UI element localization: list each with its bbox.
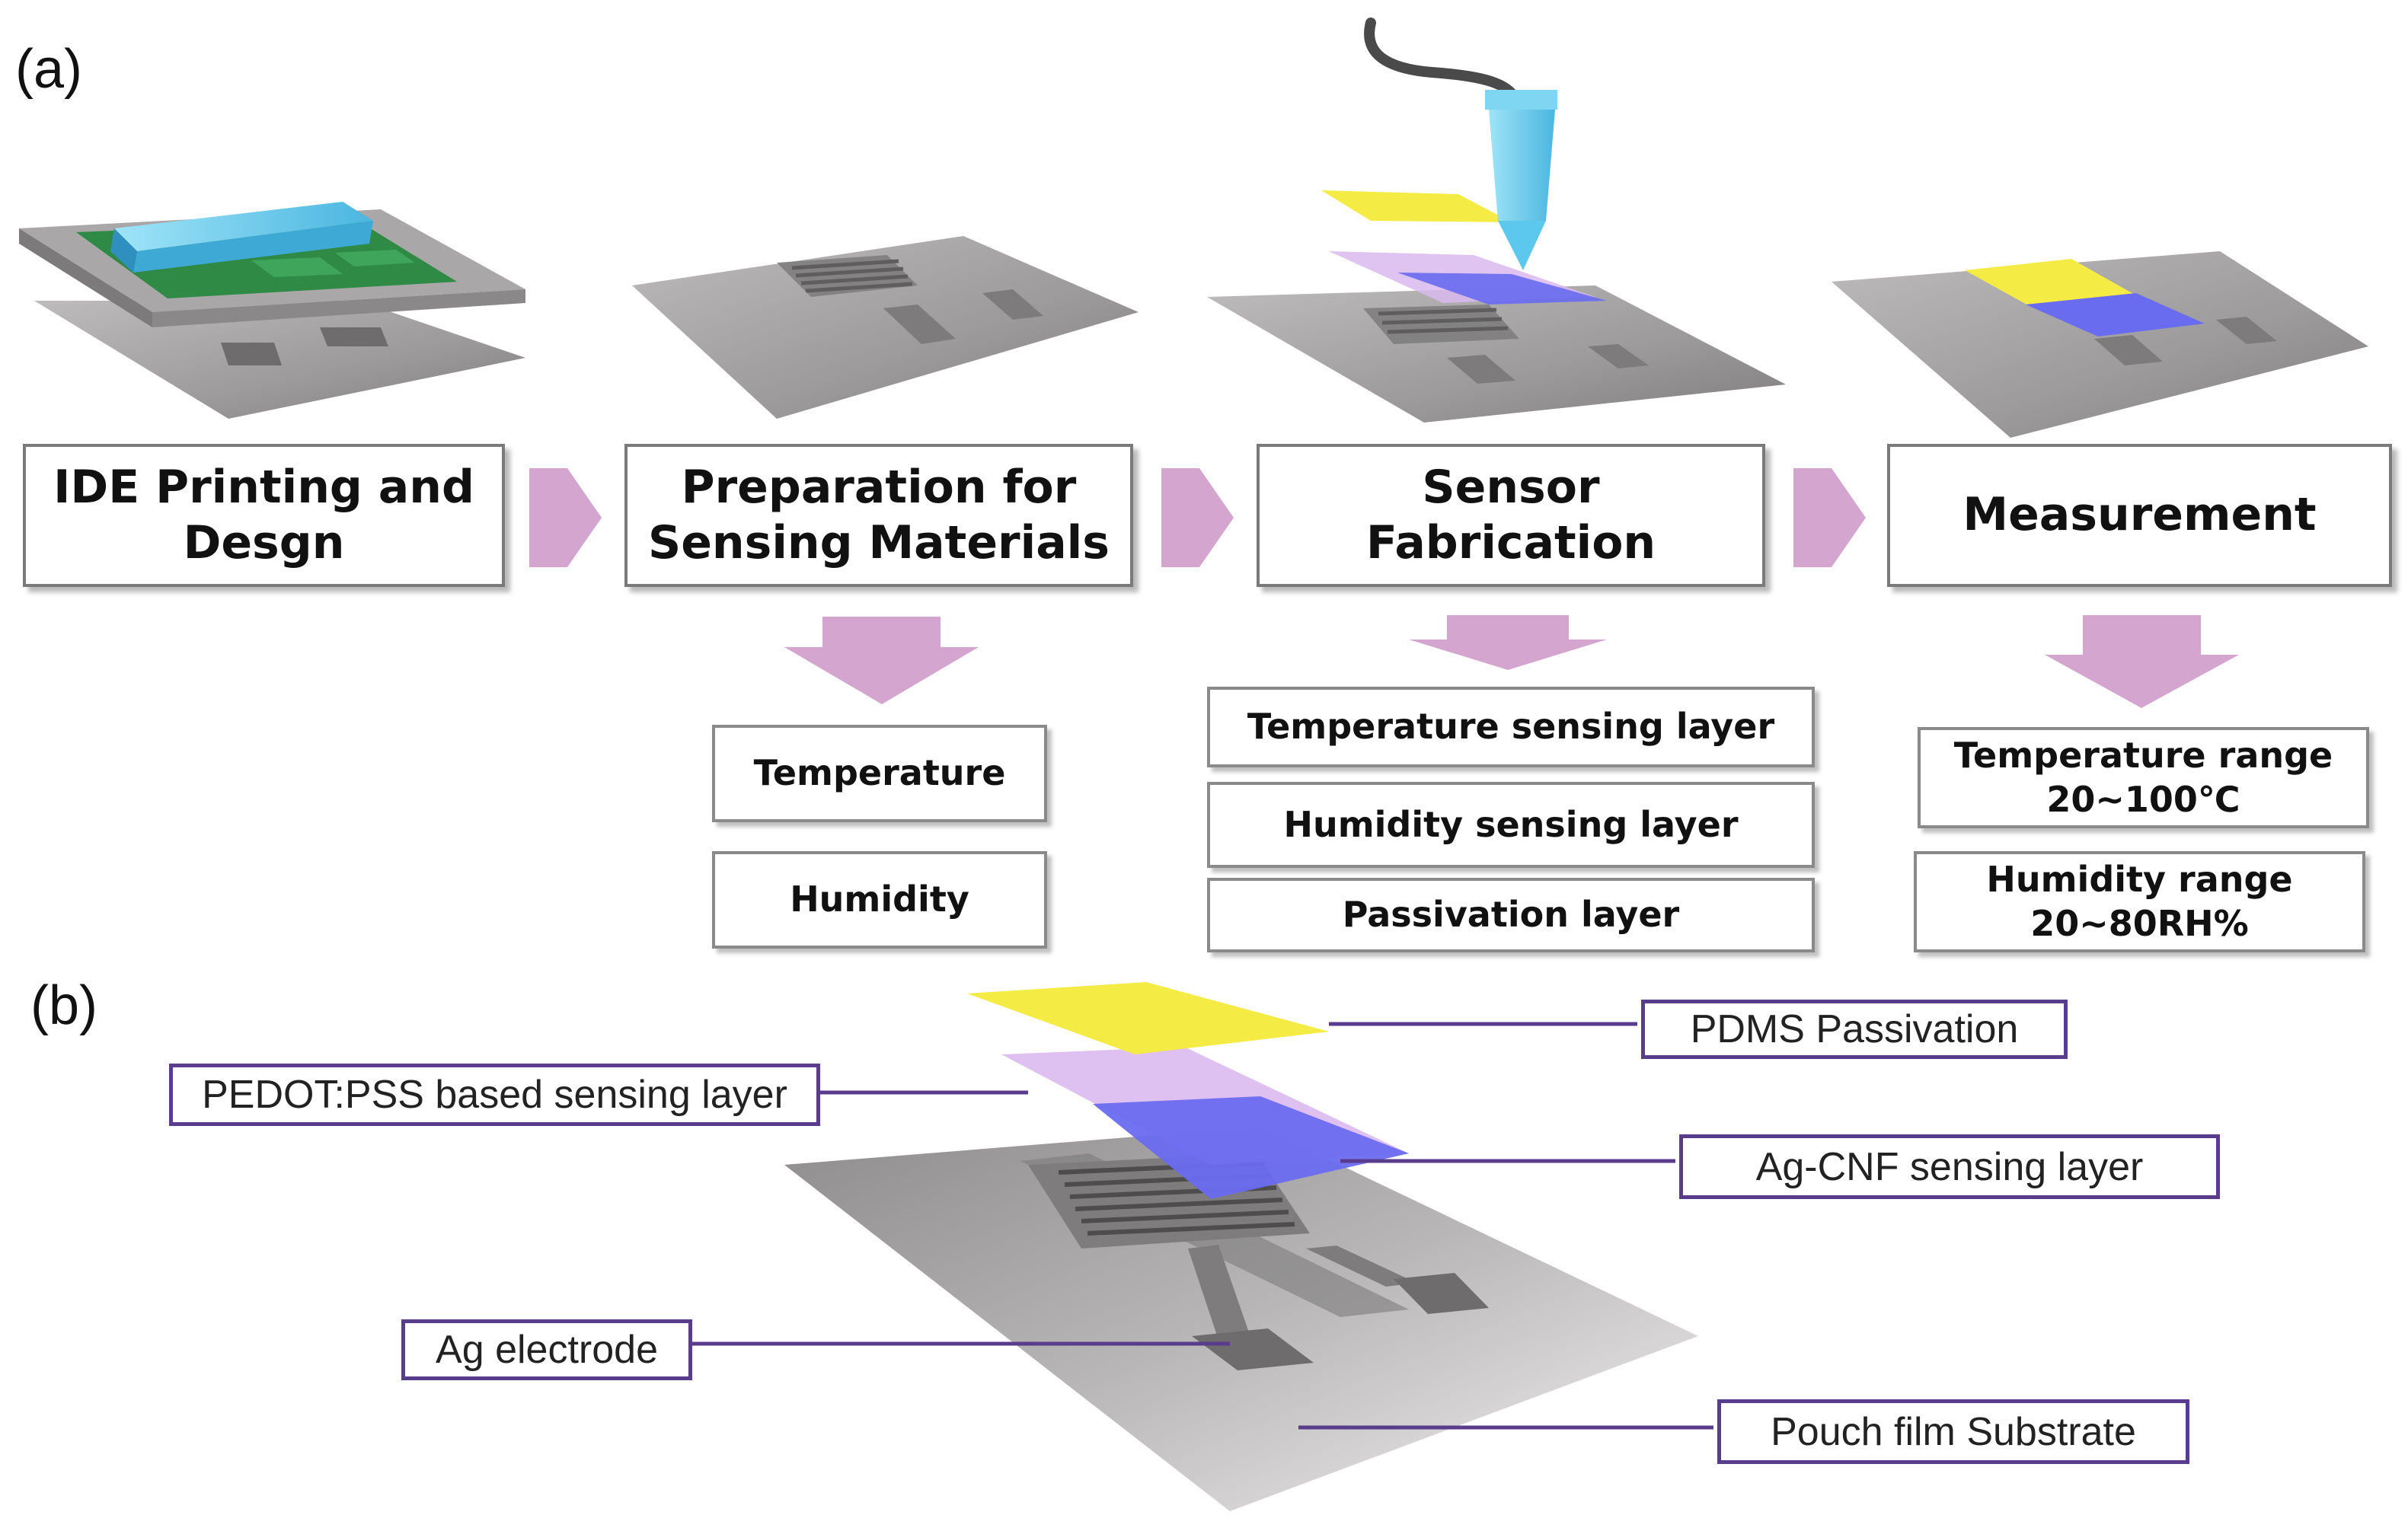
- callout-agcnf-layer: Ag-CNF sensing layer: [1679, 1134, 2220, 1199]
- screen-printing-illustration: [19, 202, 525, 419]
- prep-item-humidity: Humidity: [712, 851, 1047, 949]
- stage-measurement: Measurement: [1887, 444, 2392, 587]
- arrow-right-2: [1161, 468, 1234, 567]
- prep-item-temperature: Temperature: [712, 725, 1047, 822]
- stage-sensor-fabrication: Sensor Fabrication: [1257, 444, 1765, 587]
- arrow-right-1: [529, 468, 602, 567]
- sensor-fabrication-illustration: [1207, 18, 1786, 423]
- arrow-down-meas: [2045, 615, 2239, 708]
- callout-pdms-passivation: PDMS Passivation: [1641, 1000, 2068, 1059]
- callout-ag-electrode: Ag electrode: [401, 1319, 692, 1380]
- panel-b-label: (b): [30, 975, 97, 1036]
- arrow-right-3: [1793, 468, 1866, 567]
- arrow-down-fab: [1409, 615, 1607, 670]
- meas-item-temperature-range: Temperature range 20~100℃: [1918, 727, 2369, 828]
- down-arrows: [784, 615, 2239, 708]
- arrow-down-prep: [784, 617, 979, 704]
- flow-arrows: [529, 468, 1866, 567]
- stage-preparation: Preparation for Sensing Materials: [624, 444, 1133, 587]
- meas-item-humidity-range: Humidity range 20~80RH%: [1914, 851, 2365, 952]
- fab-item-humidity-layer: Humidity sensing layer: [1207, 782, 1815, 868]
- callout-pedot-layer: PEDOT:PSS based sensing layer: [169, 1064, 820, 1126]
- fab-item-passivation-layer: Passivation layer: [1207, 878, 1815, 952]
- stage-ide-printing: IDE Printing and Desgn: [23, 444, 505, 587]
- fab-item-temperature-layer: Temperature sensing layer: [1207, 687, 1815, 767]
- printed-ide-illustration: [632, 236, 1139, 419]
- finished-sensor-illustration: [1832, 251, 2368, 438]
- callout-pouch-substrate: Pouch film Substrate: [1717, 1399, 2189, 1464]
- exploded-sensor-illustration: [784, 982, 1698, 1511]
- callout-leader-lines: [685, 1022, 1713, 1430]
- panel-a-label: (a): [15, 39, 82, 100]
